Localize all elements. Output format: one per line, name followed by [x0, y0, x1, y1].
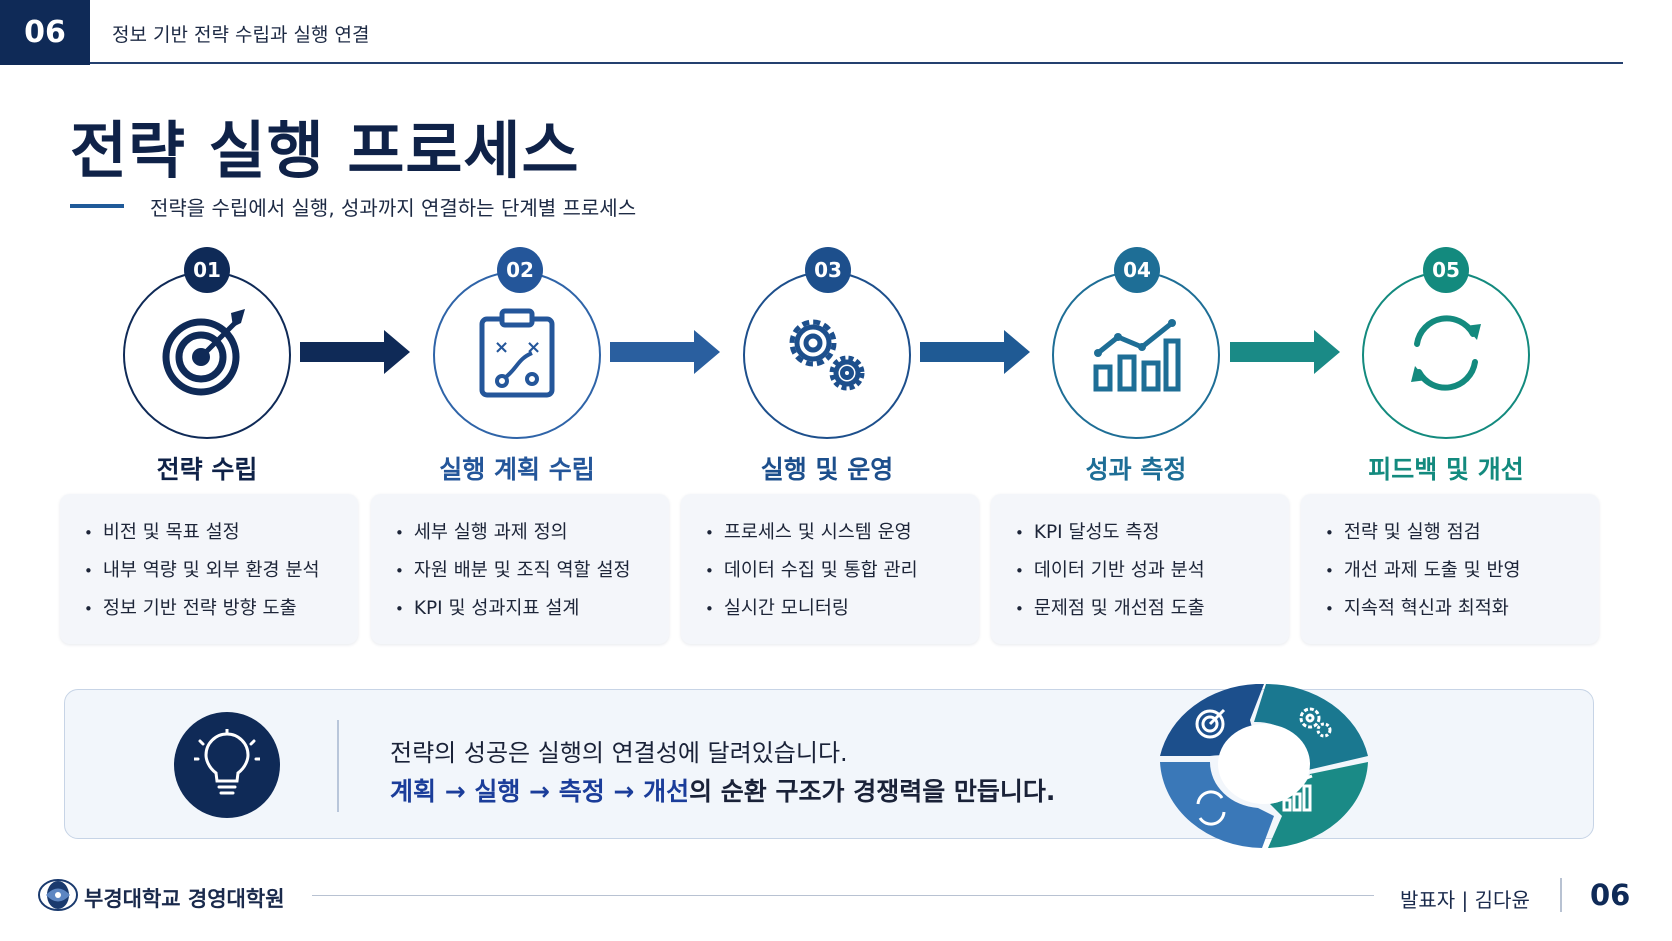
list-item: 정보 기반 전략 방향 도출 — [84, 590, 358, 628]
message-rest: 의 순환 구조가 경쟁력을 만듭니다. — [689, 777, 1056, 806]
step-5-title: 피드백 및 개선 — [1368, 455, 1524, 484]
refresh-cycle-icon — [1401, 308, 1491, 402]
list-item: 내부 역량 및 외부 환경 분석 — [84, 552, 358, 590]
step-2-number: 02 — [497, 247, 543, 293]
list-item: 개선 과제 도출 및 반영 — [1325, 552, 1599, 590]
message-divider — [337, 720, 339, 812]
gears-icon — [777, 307, 877, 403]
footer-page-number: 06 — [1590, 878, 1631, 912]
step-3-number: 03 — [805, 247, 851, 293]
list-item: 전략 및 실행 점검 — [1325, 514, 1599, 552]
step-2-card: 세부 실행 과제 정의 자원 배분 및 조직 역할 설정 KPI 및 성과지표 … — [371, 494, 669, 644]
list-item: 데이터 기반 성과 분석 — [1015, 552, 1289, 590]
page-number-badge: 06 — [0, 0, 90, 65]
arrow-right-icon — [610, 330, 720, 374]
footer-divider — [312, 895, 1374, 896]
arrow-right-icon — [920, 330, 1030, 374]
step-4-title: 성과 측정 — [1085, 455, 1187, 484]
ring-segment-measure — [1268, 762, 1368, 848]
arrow-right-icon — [300, 330, 410, 374]
step-5-card: 전략 및 실행 점검 개선 과제 도출 및 반영 지속적 혁신과 최적화 — [1301, 494, 1599, 644]
cycle-ring-graphic — [1160, 683, 1368, 848]
step-3-card: 프로세스 및 시스템 운영 데이터 수집 및 통합 관리 실시간 모니터링 — [681, 494, 979, 644]
step-2-title: 실행 계획 수립 — [439, 455, 595, 484]
university-logo-icon — [38, 879, 78, 911]
step-1-number: 01 — [184, 247, 230, 293]
step-4-card: KPI 달성도 측정 데이터 기반 성과 분석 문제점 및 개선점 도출 — [991, 494, 1289, 644]
ring-segment-improve — [1160, 762, 1274, 848]
header-divider — [90, 62, 1623, 64]
step-5-number: 05 — [1423, 247, 1469, 293]
list-item: 자원 배분 및 조직 역할 설정 — [395, 552, 669, 590]
list-item: 지속적 혁신과 최적화 — [1325, 590, 1599, 628]
clipboard-plan-icon: × × — [474, 307, 560, 403]
page-subtitle: 전략을 수립에서 실행, 성과까지 연결하는 단계별 프로세스 — [150, 196, 637, 220]
list-item: 프로세스 및 시스템 운영 — [705, 514, 979, 552]
list-item: 데이터 수집 및 통합 관리 — [705, 552, 979, 590]
list-item: 실시간 모니터링 — [705, 590, 979, 628]
message-line-2: 계획 → 실행 → 측정 → 개선의 순환 구조가 경쟁력을 만듭니다. — [390, 772, 1055, 808]
step-4-number: 04 — [1114, 247, 1160, 293]
footer-organization: 부경대학교 경영대학원 — [84, 887, 285, 911]
section-title: 정보 기반 전략 수립과 실행 연결 — [112, 24, 370, 46]
step-1-title: 전략 수립 — [156, 455, 258, 484]
arrow-right-icon — [1230, 330, 1340, 374]
step-2-circle: × × — [433, 271, 601, 439]
subtitle-accent-bar — [70, 204, 124, 208]
target-icon — [1195, 708, 1226, 739]
step-3-circle — [743, 271, 911, 439]
step-5-circle — [1362, 271, 1530, 439]
footer-separator — [1560, 878, 1562, 912]
gears-icon — [1299, 707, 1332, 738]
svg-text:×: × — [494, 337, 509, 358]
list-item: 비전 및 목표 설정 — [84, 514, 358, 552]
message-highlight: 계획 → 실행 → 측정 → 개선 — [390, 777, 690, 806]
list-item: 문제점 및 개선점 도출 — [1015, 590, 1289, 628]
refresh-cycle-icon — [1196, 790, 1226, 826]
list-item: KPI 및 성과지표 설계 — [395, 590, 669, 628]
footer-presenter: 발표자 | 김다윤 — [1400, 888, 1530, 912]
message-line-1: 전략의 성공은 실행의 연결성에 달려있습니다. — [390, 739, 848, 767]
lightbulb-icon — [174, 712, 280, 818]
step-1-card: 비전 및 목표 설정 내부 역량 및 외부 환경 분석 정보 기반 전략 방향 … — [60, 494, 358, 644]
list-item: 세부 실행 과제 정의 — [395, 514, 669, 552]
bar-chart-icon — [1281, 774, 1313, 812]
step-1-circle — [123, 271, 291, 439]
bar-chart-icon — [1090, 313, 1182, 397]
page-title: 전략 실행 프로세스 — [70, 114, 580, 187]
step-4-circle — [1052, 271, 1220, 439]
list-item: KPI 달성도 측정 — [1015, 514, 1289, 552]
step-3-title: 실행 및 운영 — [760, 455, 894, 484]
target-icon — [161, 307, 253, 403]
